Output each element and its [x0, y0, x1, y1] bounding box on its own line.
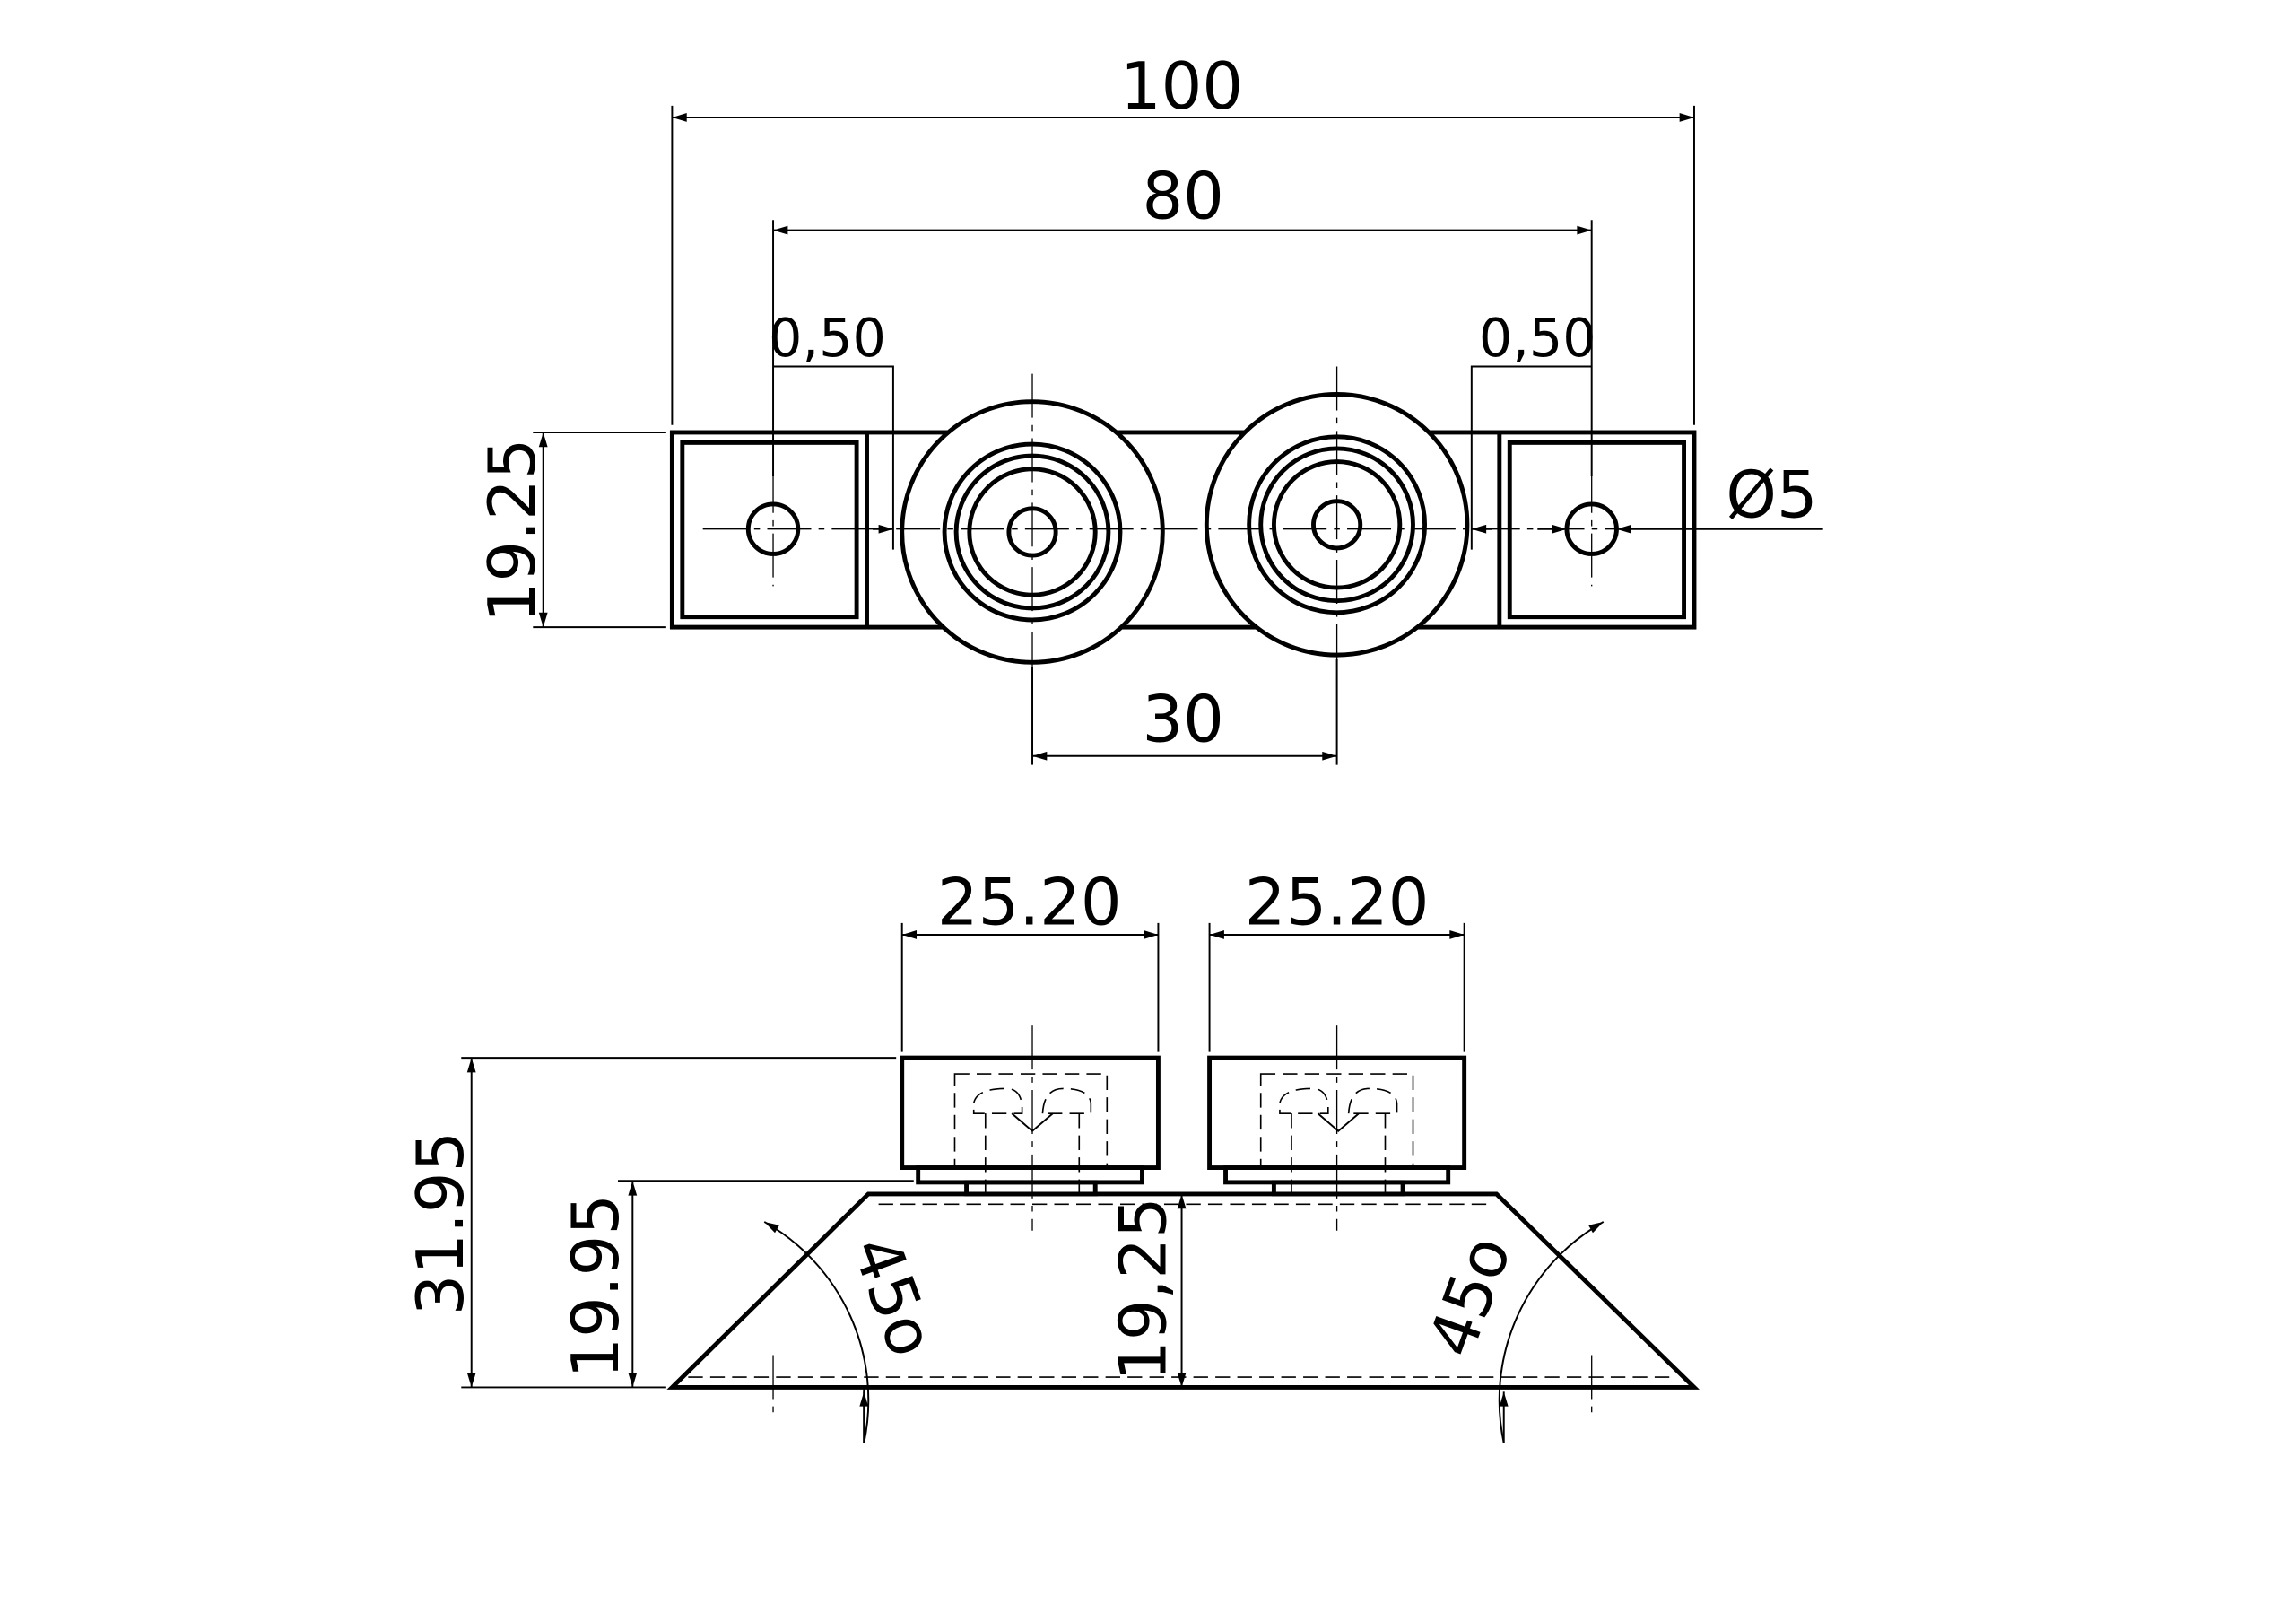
- top-view: 100 80 0,50 0,50 19.25 Ø5 30: [474, 48, 1823, 765]
- dim-hole-diameter: Ø5: [1726, 458, 1817, 533]
- dim-wheel-width-right: 25.20: [1245, 865, 1430, 940]
- dim-wheel-width-left: 25.20: [937, 865, 1122, 940]
- wheel-assembly-left: [900, 1025, 1161, 1231]
- side-view: 25.20 25.20 31.95 19.95 19,25 45o 45o: [403, 865, 1700, 1443]
- dim-hole-spacing: 80: [1142, 159, 1223, 234]
- dim-center-height: 19,25: [1106, 1197, 1181, 1382]
- dim-total-height: 31.95: [403, 1131, 478, 1316]
- dim-base-height: 19.95: [558, 1194, 633, 1379]
- dim-offset-left: 0,50: [769, 307, 886, 369]
- left-mount-block: [680, 440, 859, 620]
- dim-height: 19.25: [474, 439, 550, 624]
- angle-left: 45o: [838, 1226, 950, 1366]
- wheel-assembly-right: [1207, 1025, 1467, 1231]
- angle-right: 45o: [1413, 1226, 1526, 1366]
- dim-offset-right: 0,50: [1479, 307, 1596, 369]
- dim-overall-length: 100: [1120, 48, 1243, 124]
- rail-profile: [666, 1191, 1700, 1390]
- dim-wheel-spacing: 30: [1142, 681, 1223, 756]
